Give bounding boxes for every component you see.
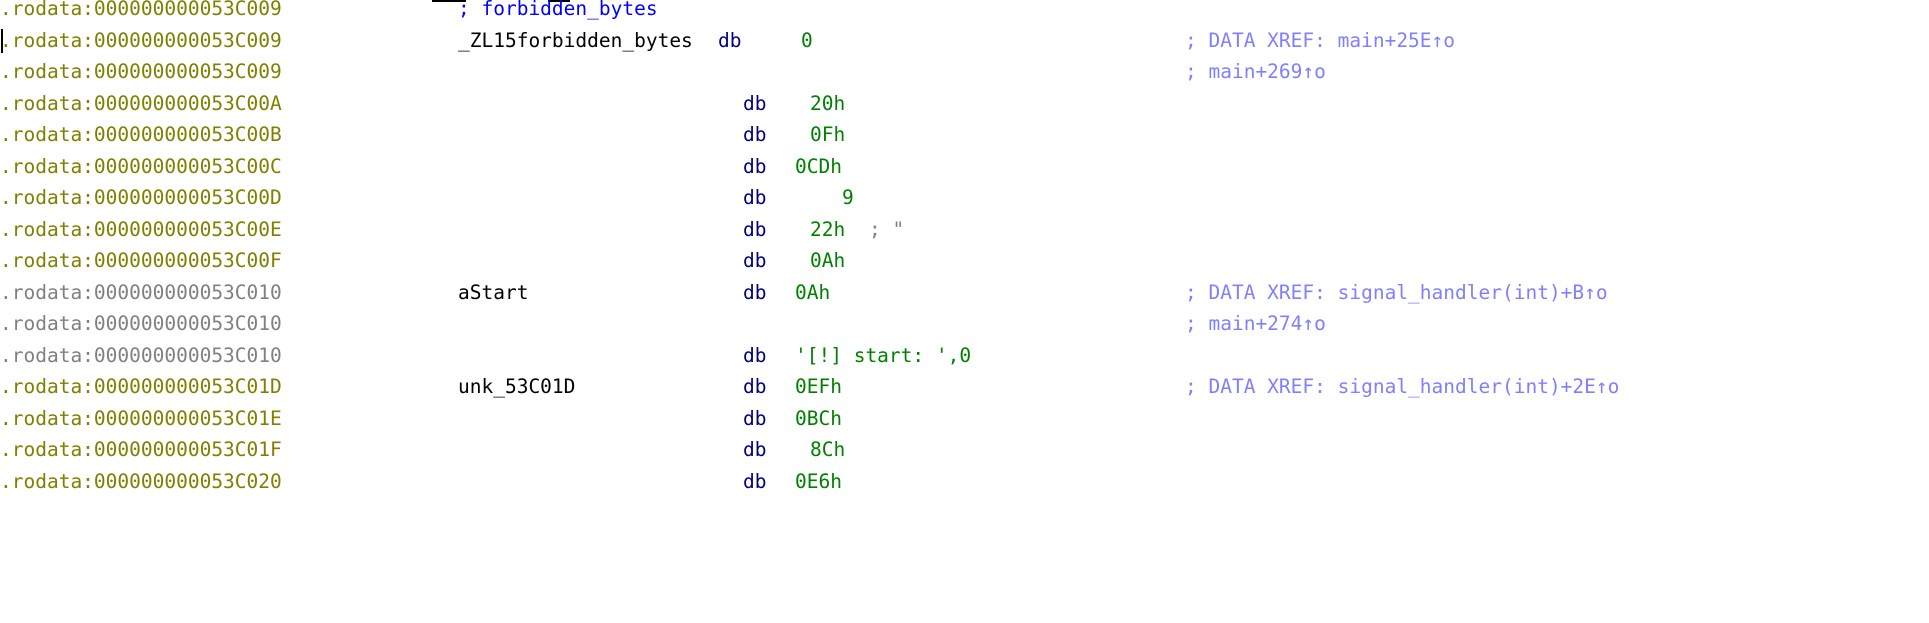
label-name[interactable]: _ZL15forbidden_bytes — [458, 28, 693, 52]
listing-line[interactable]: .rodata:000000000053C01F db 8Ch — [0, 434, 1929, 466]
address: .rodata:000000000053C009 — [0, 28, 282, 52]
clipped-previous-line — [0, 0, 1929, 4]
xref-comment[interactable]: ; DATA XREF: signal_handler(int)+2E↑o — [1185, 375, 1620, 398]
xref-comment[interactable]: ; DATA XREF: signal_handler(int)+B↑o — [1185, 280, 1608, 304]
operand-value: 20h — [810, 91, 846, 115]
operand-string: '[!] start: ',0 — [795, 343, 972, 367]
mnemonic: db — [743, 186, 767, 209]
address: .rodata:000000000053C00D — [0, 186, 282, 209]
inline-comment: ; forbidden_bytes — [458, 0, 658, 20]
address: .rodata:000000000053C01D — [0, 375, 282, 398]
listing-line[interactable]: .rodata:000000000053C010 aStart db 0Ah ;… — [0, 277, 1929, 309]
address: .rodata:000000000053C009 — [0, 0, 282, 20]
listing-line[interactable]: .rodata:000000000053C00E db 22h ; " — [0, 214, 1929, 246]
operand-value: 0Ah — [795, 280, 831, 304]
mnemonic: db — [743, 343, 767, 367]
address: .rodata:000000000053C010 — [0, 280, 282, 304]
mnemonic: db — [743, 375, 767, 398]
address: .rodata:000000000053C00A — [0, 91, 282, 115]
listing-line[interactable]: .rodata:000000000053C009 _ZL15forbidden_… — [0, 25, 1929, 57]
operand-value: 0 — [801, 28, 813, 52]
operand-value: 0E6h — [795, 469, 842, 493]
listing-line[interactable]: .rodata:000000000053C020 db 0E6h — [0, 466, 1929, 498]
operand-value: 0EFh — [795, 375, 842, 398]
operand-value: 9 — [842, 186, 854, 209]
mnemonic: db — [743, 91, 767, 115]
mnemonic: db — [743, 154, 767, 178]
clipped-underscore-1 — [432, 0, 466, 2]
text-cursor — [1, 28, 3, 53]
listing-line[interactable]: .rodata:000000000053C01D unk_53C01D db 0… — [0, 371, 1929, 403]
listing-line[interactable]: .rodata:000000000053C009 ; main+269↑o — [0, 56, 1929, 88]
listing-line[interactable]: .rodata:000000000053C009 ; forbidden_byt… — [0, 0, 1929, 25]
address: .rodata:000000000053C00F — [0, 249, 282, 272]
label-name[interactable]: aStart — [458, 280, 529, 304]
xref-comment[interactable]: ; main+269↑o — [1185, 60, 1326, 83]
listing-line[interactable]: .rodata:000000000053C00A db 20h — [0, 88, 1929, 120]
operand-value: 0CDh — [795, 154, 842, 178]
value-comment: ; " — [869, 217, 905, 241]
address: .rodata:000000000053C00E — [0, 217, 282, 241]
mnemonic: db — [743, 406, 767, 430]
mnemonic: db — [743, 123, 767, 146]
mnemonic: db — [743, 438, 767, 461]
label-name[interactable]: unk_53C01D — [458, 375, 576, 398]
listing-line[interactable]: .rodata:000000000053C00C db 0CDh — [0, 151, 1929, 183]
address: .rodata:000000000053C00B — [0, 123, 282, 146]
disassembly-listing[interactable]: .rodata:000000000053C009 ; forbidden_byt… — [0, 0, 1929, 497]
listing-line[interactable]: .rodata:000000000053C01E db 0BCh — [0, 403, 1929, 435]
address: .rodata:000000000053C00C — [0, 154, 282, 178]
address: .rodata:000000000053C009 — [0, 60, 282, 83]
clipped-underscore-2 — [548, 0, 570, 2]
mnemonic: db — [718, 28, 742, 52]
address: .rodata:000000000053C01E — [0, 406, 282, 430]
listing-line[interactable]: .rodata:000000000053C010 db '[!] start: … — [0, 340, 1929, 372]
address: .rodata:000000000053C01F — [0, 438, 282, 461]
operand-value: 0Ah — [810, 249, 846, 272]
listing-line[interactable]: .rodata:000000000053C010 ; main+274↑o — [0, 308, 1929, 340]
xref-comment[interactable]: ; DATA XREF: main+25E↑o — [1185, 28, 1456, 52]
address: .rodata:000000000053C010 — [0, 343, 282, 367]
operand-value: 0Fh — [810, 123, 846, 146]
address: .rodata:000000000053C010 — [0, 312, 282, 335]
listing-line[interactable]: .rodata:000000000053C00F db 0Ah — [0, 245, 1929, 277]
address: .rodata:000000000053C020 — [0, 469, 282, 493]
listing-line[interactable]: .rodata:000000000053C00B db 0Fh — [0, 119, 1929, 151]
mnemonic: db — [743, 217, 767, 241]
operand-value: 22h — [810, 217, 846, 241]
xref-comment[interactable]: ; main+274↑o — [1185, 312, 1326, 335]
operand-value: 0BCh — [795, 406, 842, 430]
mnemonic: db — [743, 469, 767, 493]
listing-line[interactable]: .rodata:000000000053C00D db 9 — [0, 182, 1929, 214]
mnemonic: db — [743, 249, 767, 272]
mnemonic: db — [743, 280, 767, 304]
operand-value: 8Ch — [810, 438, 846, 461]
